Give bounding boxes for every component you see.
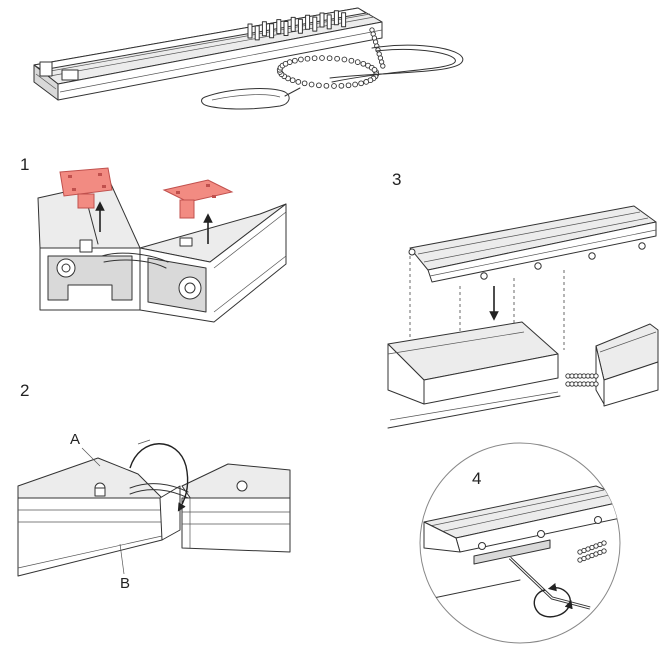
carrier-hook [276,19,282,35]
overview-rail-assembly [33,7,464,110]
rotate-arrow-icon [129,443,189,512]
plate-right-top [162,179,234,203]
cord-bead [334,55,340,62]
carrier-hook [297,18,303,34]
cord-bead [345,82,352,89]
rail-profile-right [139,203,287,323]
carrier-hook [319,12,325,28]
plate-left-stem [77,193,95,209]
carrier-hook [341,12,347,28]
cord-bead [311,55,318,62]
mounting-plate-left [59,167,113,209]
cord-bead [338,82,345,89]
carrier-hook [269,23,275,39]
step-2: 2 A B [17,381,291,592]
cord-bead [363,79,370,85]
cord-bead [319,55,325,61]
cord-bead [371,66,378,73]
cover-screw [534,262,542,270]
step-4-number: 4 [472,469,481,488]
rail-profile-left [37,181,141,311]
step-3-number: 3 [392,170,401,189]
cord-bead [593,373,599,379]
cord-bead [326,55,333,62]
cover-profile [408,205,657,283]
carrier-hook [333,10,339,26]
cord-bead [295,79,302,85]
cord-bead [286,59,293,65]
cord-bead [292,57,298,64]
carrier-hook [247,23,253,39]
carrier-hook [305,14,311,30]
cover-screw [480,272,488,280]
cord-bead [289,77,296,84]
cord-bead [601,548,607,554]
step-1: 1 [20,155,287,323]
callout-a-label: A [70,431,80,448]
step-3: 3 [387,170,659,429]
cord-bead [304,55,311,62]
cord-bead [601,540,607,546]
cord-bead [354,59,361,65]
rail-left [17,457,181,577]
cord-bead [358,80,364,87]
carrier-hook [283,21,289,36]
cord-bead [331,83,337,89]
plate-right-stem [179,199,195,219]
carrier-hook [312,16,318,32]
step-1-number: 1 [20,155,29,174]
rail-right [181,463,291,553]
cord-bead [316,82,322,89]
cord-bead [301,80,308,87]
callout-b-label: B [120,575,130,592]
rail-right-step3 [595,323,659,407]
cord-bead [308,81,315,88]
cover-screw [638,242,646,250]
step-2-number: 2 [20,381,29,400]
rail-left-step3 [387,321,561,429]
carrier-hook [254,25,260,41]
cord-bead [298,56,304,63]
carrier-hook [290,16,296,32]
step-4: 4 [419,442,621,644]
cord-bead [360,60,367,67]
cover-screw [588,252,596,260]
cord-bead [380,63,386,69]
cord-bead [593,381,599,387]
cord-bead [352,81,358,88]
circular-rotate-icon [533,589,573,618]
cord-bead [323,82,330,89]
mounting-plate-right [162,179,234,219]
carrier-hook [326,14,332,30]
carrier-hook [261,21,267,37]
cord-bead [348,57,355,64]
cord-bead [341,56,348,63]
